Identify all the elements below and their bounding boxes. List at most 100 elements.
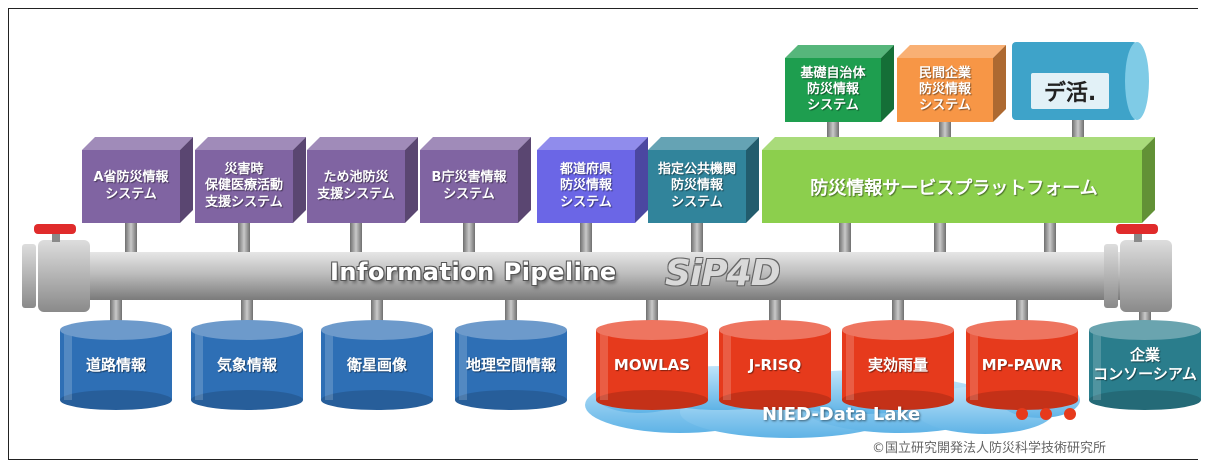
data-tank-8 [966, 320, 1078, 410]
system-box-4-top [420, 137, 531, 150]
data-tank-7-shine [846, 330, 854, 400]
valve-handle-left [34, 224, 76, 234]
system-box-label-6: 指定公共機関 防災情報 システム [657, 162, 736, 210]
data-tank-4-body [455, 330, 567, 400]
data-tank-6-bottom [719, 390, 831, 410]
upper-box-2-side [993, 45, 1006, 122]
system-box-4-front [420, 150, 518, 223]
more-dot-1 [1016, 408, 1028, 420]
system-box-3-top [307, 137, 418, 150]
upper-box-1-top [785, 45, 894, 58]
system-box-2-front [195, 150, 293, 223]
box-connector-1 [125, 223, 137, 258]
data-tank-5-bottom [596, 390, 708, 410]
dejiten-logo: デ活. [1031, 73, 1109, 109]
data-tank-8-shine [970, 330, 978, 400]
data-tank-5-body [596, 330, 708, 400]
pipe-flange-right [1104, 244, 1118, 308]
system-box-5 [537, 137, 648, 223]
system-box-6-side [746, 137, 759, 223]
system-box-label-2: 災害時 保健医療活動 支援システム [204, 162, 283, 210]
upper-box-1-front [785, 58, 881, 122]
upper-box-1-side [881, 45, 894, 122]
platform-box-front [762, 150, 1142, 223]
data-tank-label-9: 企業 コンソーシアム [1093, 346, 1197, 383]
data-tank-6-body [719, 330, 831, 400]
data-tank-5 [596, 320, 708, 410]
data-tank-9-shine [1093, 330, 1101, 400]
pipe-flange-left [22, 244, 36, 308]
box-connector-4 [463, 223, 475, 258]
data-tank-8-top [966, 320, 1078, 340]
system-box-5-front [537, 150, 635, 223]
system-box-1 [82, 137, 193, 223]
data-tank-4 [455, 320, 567, 410]
box-connector-3 [350, 223, 362, 258]
upper-box-1 [785, 45, 894, 122]
data-tank-label-3: 衛星画像 [346, 355, 407, 374]
upper-connector-1 [827, 122, 839, 140]
system-box-label-1: A省防災情報 システム [93, 170, 169, 202]
system-box-1-front [82, 150, 180, 223]
box-connector-2 [238, 223, 250, 258]
data-tank-1-shine [64, 330, 72, 400]
data-tank-2-shine [195, 330, 203, 400]
data-tank-4-shine [459, 330, 467, 400]
pipe-cap-left [38, 240, 90, 312]
sip4d-logo: SiP4D [665, 253, 781, 294]
platform-box-top [762, 137, 1155, 150]
data-tank-9-body [1089, 330, 1201, 400]
system-box-5-side [635, 137, 648, 223]
system-box-2 [195, 137, 306, 223]
valve-stem-left [52, 232, 60, 242]
data-tank-label-5: MOWLAS [613, 355, 691, 374]
system-box-label-5: 都道府県 防災情報 システム [559, 162, 612, 210]
data-tank-label-4: 地理空間情報 [465, 355, 556, 374]
system-box-2-side [293, 137, 306, 223]
pipeline-title: Information Pipeline [330, 258, 617, 286]
data-tank-6 [719, 320, 831, 410]
data-tank-9-bottom [1089, 390, 1201, 410]
data-tank-label-6: J-RISQ [748, 355, 802, 374]
data-tank-7-top [842, 320, 954, 340]
system-box-4-side [518, 137, 531, 223]
valve-stem-right [1134, 232, 1142, 242]
data-tank-1-body [60, 330, 172, 400]
data-tank-8-bottom [966, 390, 1078, 410]
data-tank-label-7: 実効雨量 [867, 355, 928, 374]
more-dot-3 [1064, 408, 1076, 420]
system-box-1-top [82, 137, 193, 150]
platform-connector-2 [934, 223, 946, 258]
system-box-1-side [180, 137, 193, 223]
copyright-text: ©国立研究開発法人防災科学技術研究所 [872, 441, 1107, 456]
dejiten-connector [1072, 120, 1084, 140]
pipeline-body [40, 252, 1160, 300]
data-tank-3 [321, 320, 433, 410]
system-box-2-top [195, 137, 306, 150]
system-box-4 [420, 137, 531, 223]
box-connector-5 [580, 223, 592, 258]
system-box-5-top [537, 137, 648, 150]
data-tank-2-bottom [191, 390, 303, 410]
data-tank-1-top [60, 320, 172, 340]
dejiten-end [1125, 42, 1149, 120]
data-tank-3-bottom [321, 390, 433, 410]
platform-connector-3 [1044, 223, 1056, 258]
data-tank-7-body [842, 330, 954, 400]
data-tank-label-8: MP-PAWR [981, 355, 1063, 374]
data-tank-8-body [966, 330, 1078, 400]
system-box-3-front [307, 150, 405, 223]
data-tank-7-bottom [842, 390, 954, 410]
data-tank-label-2: 気象情報 [216, 355, 277, 374]
system-box-3-side [405, 137, 418, 223]
data-lake-label: NIED-Data Lake [762, 404, 921, 425]
data-tank-3-shine [325, 330, 333, 400]
valve-handle-right [1116, 224, 1158, 234]
platform-label: 防災情報サービスプラットフォーム [810, 177, 1098, 199]
data-tank-6-shine [723, 330, 731, 400]
data-tank-4-top [455, 320, 567, 340]
data-tank-3-body [321, 330, 433, 400]
data-tank-2 [191, 320, 303, 410]
data-tank-3-top [321, 320, 433, 340]
data-tank-7 [842, 320, 954, 410]
